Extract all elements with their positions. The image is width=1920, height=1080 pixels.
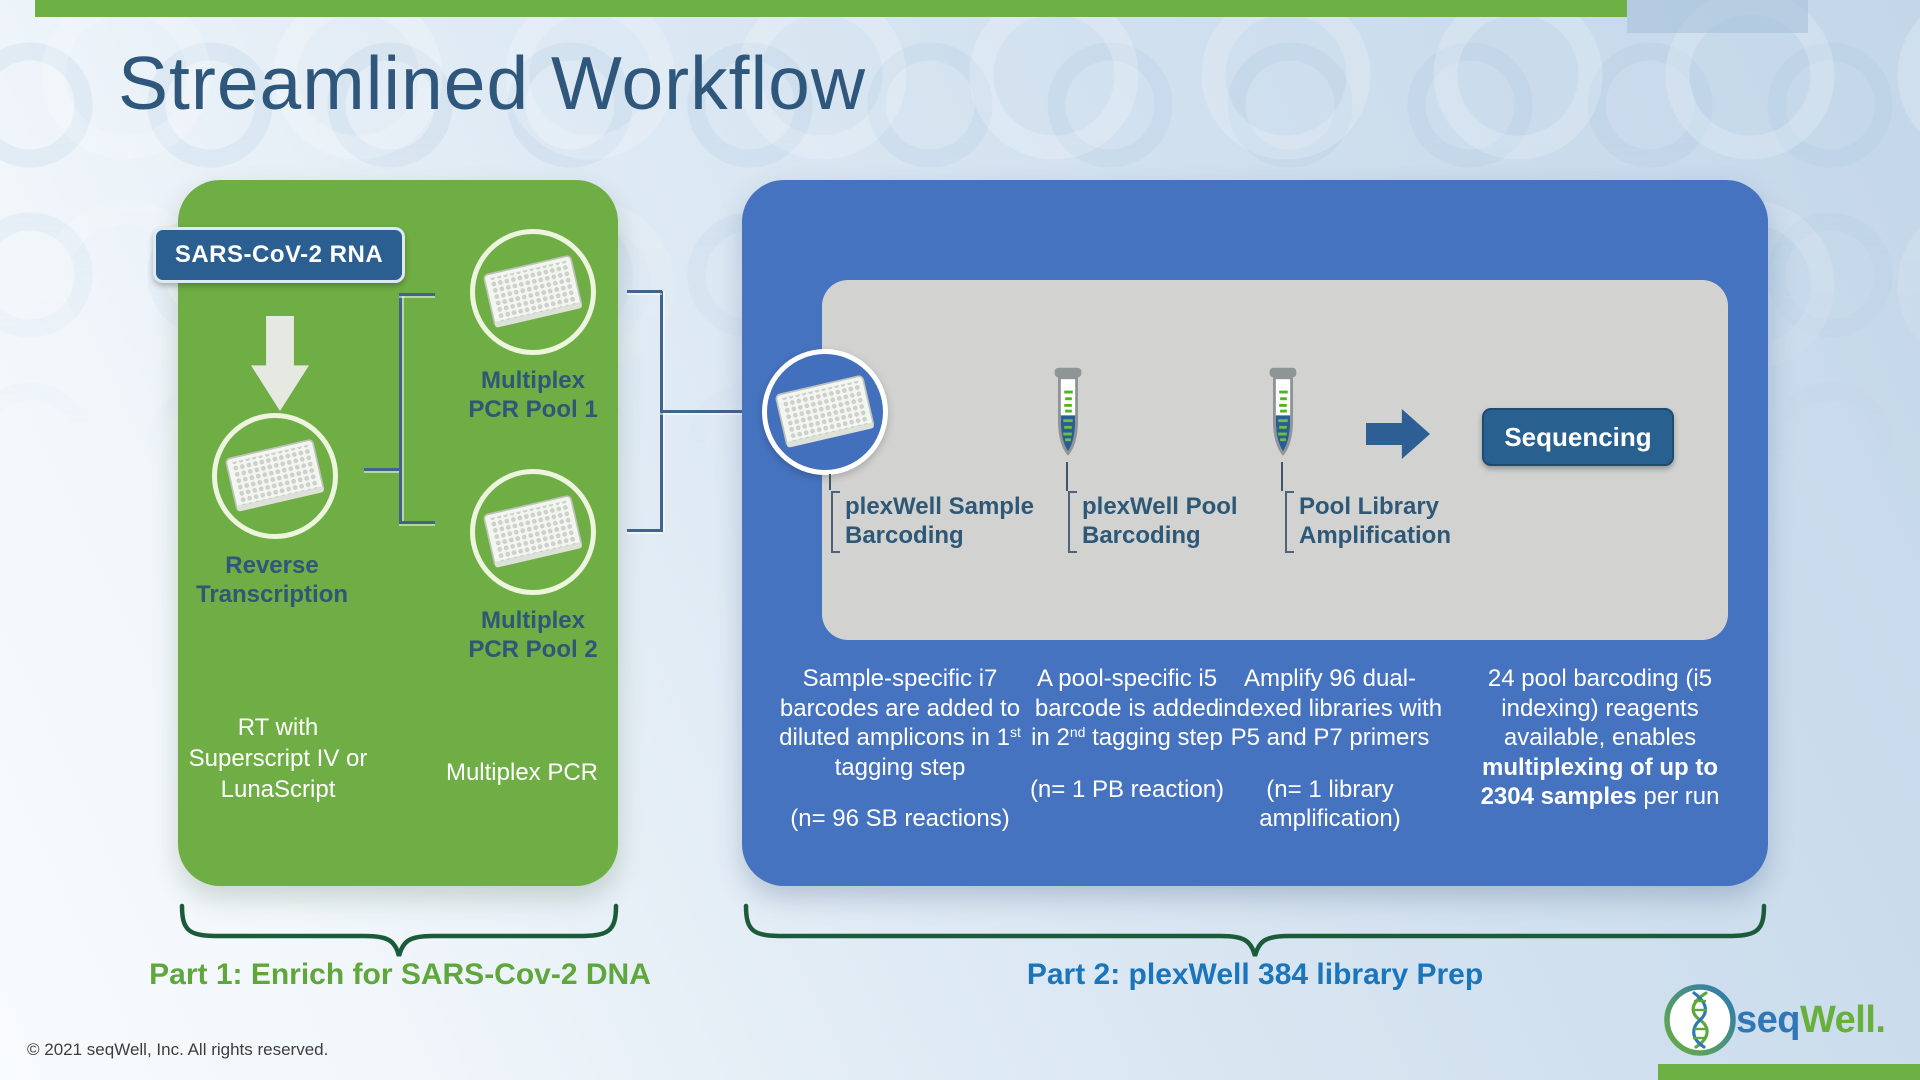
label-bracket (1068, 491, 1077, 553)
capacity-text: 24 pool barcoding (i5 indexing) reagents… (1464, 664, 1736, 812)
rt-reagent-note: RT with Superscript IV or LunaScript (188, 714, 368, 804)
step3-desc-text: Amplify 96 dual-indexed libraries with P… (1217, 665, 1443, 752)
step2-desc-text: A pool-specific i5 barcode is added in 2… (1027, 664, 1227, 753)
plate-96-icon (772, 372, 878, 452)
pcr-pool1-plate-circle (470, 229, 596, 355)
plexwell-sample-barcoding-label: plexWell Sample Barcoding (845, 493, 1034, 550)
connector-line (627, 529, 662, 532)
multiplex-pcr-note: Multiplex PCR (445, 759, 599, 786)
step2-note: (n= 1 PB reaction) (1029, 775, 1225, 803)
connector-line (627, 290, 662, 293)
step1-desc-sup: st (1009, 724, 1021, 741)
connector-line (399, 293, 435, 296)
sequencing-button: Sequencing (1482, 408, 1674, 466)
step2-desc-sup: nd (1069, 724, 1086, 741)
step2-description: A pool-specific i5 barcode is added in 2… (1017, 664, 1237, 804)
sample-barcoding-plate-circle (762, 349, 888, 475)
pool-barcoding-tube-icon (1047, 362, 1089, 465)
step1-desc-post: tagging step (834, 753, 966, 781)
part1-brace (179, 903, 619, 957)
library-amplification-tube-icon (1262, 362, 1304, 465)
plate-96-icon (480, 492, 586, 572)
pcr-pool2-plate-circle (470, 469, 596, 595)
label-bracket (831, 491, 840, 553)
seqwell-logo: seqWell. (1660, 980, 1886, 1060)
step2-desc-pre: A pool-specific i5 barcode is added in 2 (1031, 665, 1220, 752)
step2-desc-post: tagging step (1085, 724, 1223, 752)
step1-desc-text: Sample-specific i7 barcodes are added to… (774, 664, 1026, 782)
top-accent-bar (35, 0, 1627, 17)
seqwell-logo-icon (1664, 984, 1736, 1056)
bottom-accent-bar (1658, 1064, 1920, 1080)
top-right-decor (1627, 0, 1808, 33)
connector-line (399, 294, 402, 524)
connector-line (829, 474, 831, 490)
multiplex-pcr-pool2-label: Multiplex PCR Pool 2 (468, 607, 598, 664)
connector-line (364, 468, 399, 471)
part2-caption: Part 2: plexWell 384 library Prep (1026, 958, 1484, 991)
copyright-text: © 2021 seqWell, Inc. All rights reserved… (27, 1040, 329, 1059)
sars-cov2-rna-label: SARS-CoV-2 RNA (153, 227, 405, 283)
sars-cov2-rna-text: SARS-CoV-2 RNA (174, 241, 384, 268)
connector-line (1281, 462, 1283, 491)
logo-well: Well. (1799, 998, 1886, 1041)
step1-description: Sample-specific i7 barcodes are added to… (774, 664, 1026, 834)
seqwell-logo-text: seqWell. (1736, 998, 1886, 1042)
step1-note: (n= 96 SB reactions) (790, 805, 1010, 833)
rt-plate-circle (212, 413, 338, 539)
plexwell-pool-barcoding-label: plexWell Pool Barcoding (1082, 493, 1238, 550)
page-title: Streamlined Workflow (118, 41, 867, 125)
pool-library-amplification-label: Pool Library Amplification (1299, 493, 1452, 550)
capacity-bold: multiplexing of up to 2304 samples (1480, 753, 1718, 811)
step1-desc-pre: Sample-specific i7 barcodes are added to… (779, 665, 1021, 752)
connector-line (399, 521, 435, 524)
plate-96-icon (480, 252, 586, 332)
step3-note: (n= 1 library amplification) (1259, 775, 1401, 833)
sequencing-label: Sequencing (1504, 421, 1652, 452)
capacity-description: 24 pool barcoding (i5 indexing) reagents… (1464, 664, 1736, 812)
capacity-post: per run (1636, 783, 1720, 811)
reverse-transcription-label: Reverse Transcription (195, 552, 349, 609)
connector-line (660, 410, 742, 413)
multiplex-pcr-pool1-label: Multiplex PCR Pool 1 (468, 367, 598, 424)
plate-96-icon (222, 436, 328, 516)
label-bracket (1285, 491, 1294, 553)
logo-seq: seq (1736, 998, 1800, 1041)
step3-description: Amplify 96 dual-indexed libraries with P… (1210, 664, 1450, 834)
part1-caption: Part 1: Enrich for SARS-Cov-2 DNA (149, 958, 651, 991)
connector-line (1066, 462, 1068, 491)
part2-brace (743, 903, 1767, 957)
capacity-pre: 24 pool barcoding (i5 indexing) reagents… (1487, 665, 1713, 752)
